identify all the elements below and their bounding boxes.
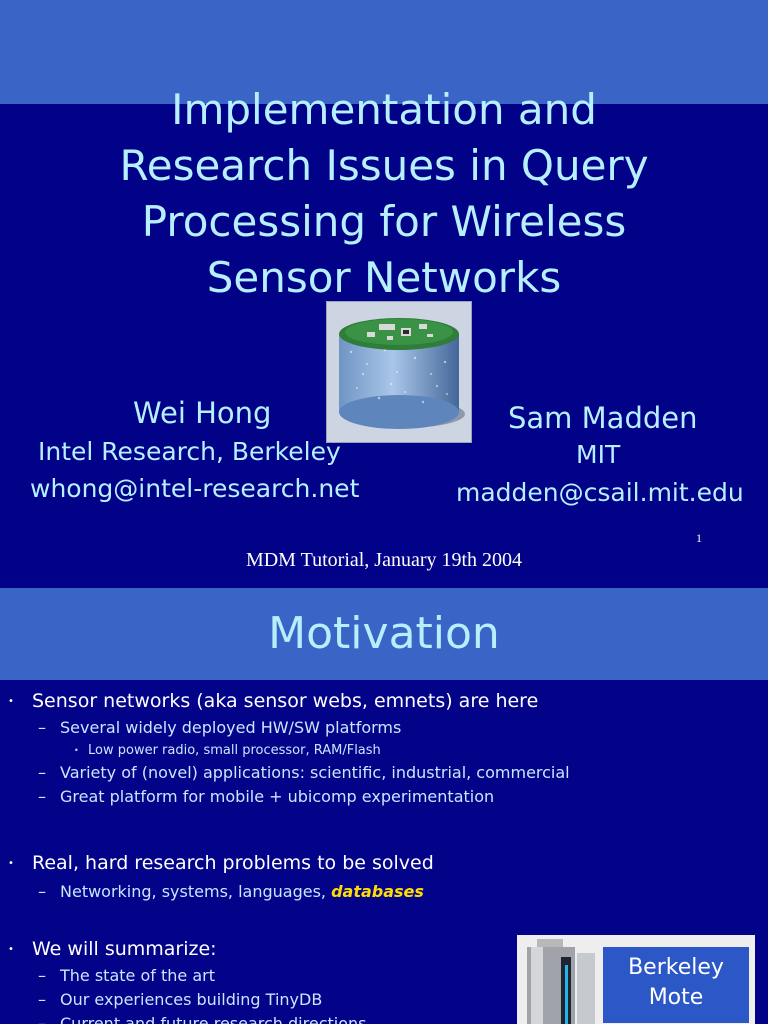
bullet-text: Sensor networks (aka sensor webs, emnets… bbox=[32, 690, 539, 712]
bullet-text: We will summarize: bbox=[32, 938, 217, 960]
title-line: Sensor Networks bbox=[206, 253, 562, 302]
sub-sub-bullet-item: •Low power radio, small processor, RAM/F… bbox=[74, 743, 381, 758]
sub-bullet-text: Networking, systems, languages, bbox=[60, 882, 332, 901]
slide-title: Motivation bbox=[268, 608, 500, 659]
title-line: Implementation and bbox=[171, 85, 597, 134]
sub-bullet-item: –Great platform for mobile + ubicomp exp… bbox=[38, 787, 495, 806]
sub-sub-bullet-text: Low power radio, small processor, RAM/Fl… bbox=[88, 743, 381, 758]
sub-bullet-text: The state of the art bbox=[60, 966, 215, 985]
sensor-mote-icon bbox=[339, 318, 465, 429]
sub-bullet-item: –Networking, systems, languages, databas… bbox=[38, 882, 424, 901]
author-left-name: Wei Hong bbox=[133, 396, 272, 430]
motivation-slide: Motivation •Sensor networks (aka sensor … bbox=[0, 576, 768, 1024]
sub-bullet-item: –Our experiences building TinyDB bbox=[38, 990, 323, 1009]
title-band bbox=[0, 0, 768, 104]
mote-label: Berkeley Mote bbox=[603, 947, 749, 1023]
sub-bullet-item: –Current and future research directions bbox=[38, 1014, 366, 1024]
sub-bullet-item: –Variety of (novel) applications: scient… bbox=[38, 763, 570, 782]
slide-title: Implementation and Research Issues in Qu… bbox=[40, 82, 728, 306]
sub-bullet-text: Current and future research directions bbox=[60, 1014, 367, 1024]
sub-bullet-item: –Several widely deployed HW/SW platforms bbox=[38, 718, 402, 737]
battery-icon bbox=[527, 939, 595, 1024]
sub-bullet-text: Our experiences building TinyDB bbox=[60, 990, 323, 1009]
author-right-affiliation: MIT bbox=[576, 440, 621, 469]
berkeley-mote-photo: Berkeley Mote bbox=[517, 935, 755, 1024]
bullet-text: Real, hard research problems to be solve… bbox=[32, 852, 434, 874]
sub-bullet-text: Several widely deployed HW/SW platforms bbox=[60, 718, 402, 737]
mote-label-line: Berkeley bbox=[628, 955, 724, 980]
title-band: Motivation bbox=[0, 588, 768, 680]
author-right-name: Sam Madden bbox=[508, 401, 698, 435]
author-right-email: madden@csail.mit.edu bbox=[456, 478, 744, 507]
author-left-email: whong@intel-research.net bbox=[30, 474, 360, 503]
title-line: Research Issues in Query bbox=[119, 141, 649, 190]
title-slide: Implementation and Research Issues in Qu… bbox=[0, 0, 768, 576]
highlight-text: databases bbox=[331, 882, 424, 901]
page-number: 1 bbox=[696, 531, 702, 545]
bullet-item: •Real, hard research problems to be solv… bbox=[8, 852, 434, 874]
slide-footer: MDM Tutorial, January 19th 2004 bbox=[245, 549, 523, 571]
author-left-affiliation: Intel Research, Berkeley bbox=[38, 437, 341, 466]
bullet-item: •Sensor networks (aka sensor webs, emnet… bbox=[8, 690, 539, 712]
sub-bullet-item: –The state of the art bbox=[38, 966, 215, 985]
sensor-mote-image bbox=[326, 301, 472, 443]
mote-label-line: Mote bbox=[648, 985, 704, 1010]
sub-bullet-text: Variety of (novel) applications: scienti… bbox=[60, 763, 570, 782]
bullet-item: •We will summarize: bbox=[8, 938, 217, 960]
sub-bullet-text: Great platform for mobile + ubicomp expe… bbox=[60, 787, 495, 806]
title-line: Processing for Wireless bbox=[141, 197, 627, 246]
